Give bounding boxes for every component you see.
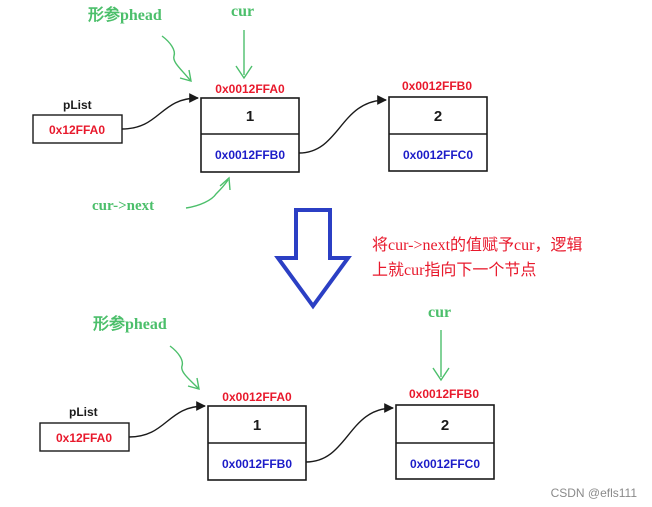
bottom-plist-title: pList [69, 405, 98, 419]
top-plist-title: pList [63, 98, 92, 112]
bottom-node2-address: 0x0012FFB0 [409, 387, 479, 401]
bottom-node2-next: 0x0012FFC0 [410, 457, 480, 471]
bottom-node1-to-node2-arrow [305, 403, 394, 463]
bottom-plist-to-node1-arrow [128, 401, 206, 438]
bottom-plist-value: 0x12FFA0 [56, 431, 112, 445]
top-node1-address: 0x0012FFA0 [215, 82, 285, 96]
transition-down-arrow [274, 208, 352, 310]
bottom-phead-label: 形参phead [93, 314, 167, 333]
bottom-node2-box [395, 404, 495, 480]
top-plist-value: 0x12FFA0 [49, 123, 105, 137]
top-cur-next-arrow [185, 179, 229, 209]
bottom-cur-label: cur [428, 304, 451, 321]
top-plist-to-node1-arrow [121, 93, 199, 130]
top-cur-label: cur [231, 3, 254, 20]
top-node2-address: 0x0012FFB0 [402, 79, 472, 93]
top-node1-to-node2-arrow [298, 95, 387, 154]
top-node1-box [200, 97, 300, 173]
top-phead-label: 形参phead [88, 5, 162, 24]
bottom-node2-data: 2 [441, 417, 449, 434]
bottom-node1-data: 1 [253, 417, 261, 434]
top-phead-arrow [161, 35, 191, 81]
transition-caption-line2: 上就cur指向下一个节点 [372, 261, 536, 279]
top-node1-data: 1 [246, 108, 254, 125]
bottom-phead-arrow [169, 345, 199, 389]
watermark: CSDN @efls111 [551, 486, 638, 500]
top-cur-next-label: cur->next [92, 198, 154, 214]
top-node1-next: 0x0012FFB0 [215, 148, 285, 162]
bottom-node1-next: 0x0012FFB0 [222, 457, 292, 471]
bottom-node1-address: 0x0012FFA0 [222, 390, 292, 404]
top-node2-next: 0x0012FFC0 [403, 148, 473, 162]
top-node2-data: 2 [434, 108, 442, 125]
transition-caption-line1: 将cur->next的值赋予cur，逻辑 [372, 236, 582, 254]
